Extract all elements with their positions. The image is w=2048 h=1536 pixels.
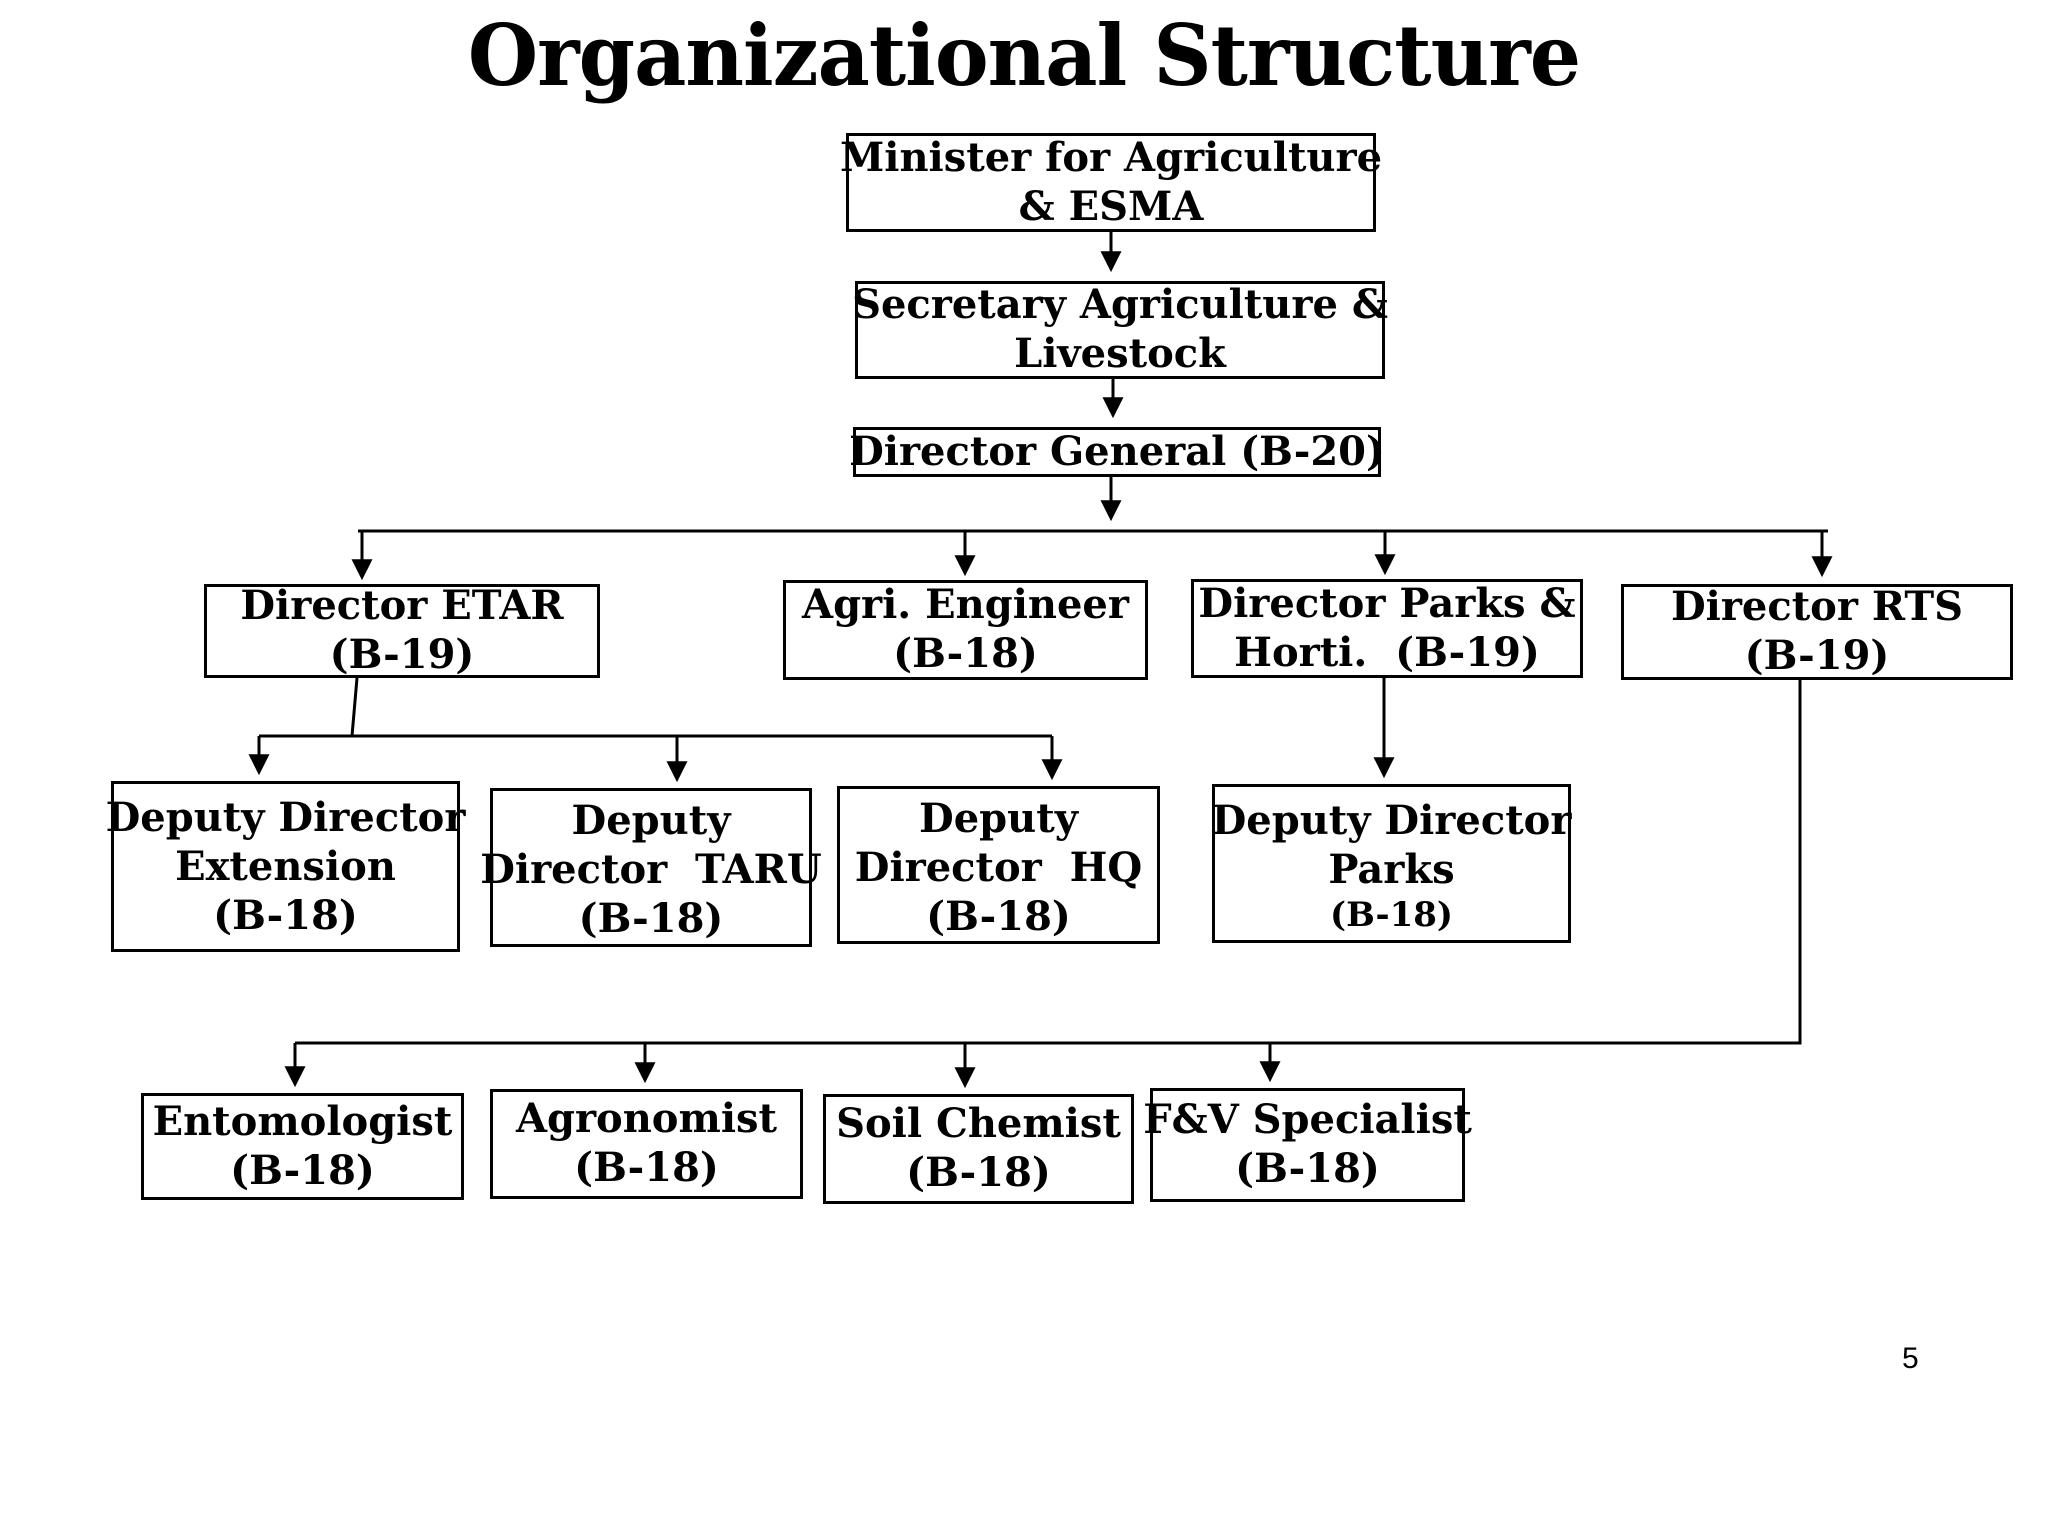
node-label: Extension	[175, 842, 396, 890]
node-label: Deputy	[571, 797, 731, 844]
node-grade: (B-19)	[1744, 632, 1890, 679]
node-grade: Horti. (B-19)	[1234, 628, 1540, 676]
org-node-agri-engineer: Agri. Engineer (B-18)	[783, 580, 1148, 680]
node-grade: (B-18)	[230, 1146, 375, 1194]
node-label: Entomologist	[152, 1097, 453, 1145]
org-node-minister: Minister for Agriculture & ESMA	[840, 133, 1382, 232]
node-grade: (B-18)	[213, 891, 358, 939]
org-node-director-rts: Director RTS (B-19)	[1621, 583, 2013, 680]
node-grade: (B-18)	[578, 894, 724, 942]
connector-etar-bus	[350, 677, 359, 737]
org-node-deputy-director-parks: Deputy Director Parks (B-18)	[1212, 784, 1571, 943]
node-label: Deputy Director	[1211, 797, 1572, 844]
connector-rts-bottom-bus	[295, 678, 1802, 1045]
node-grade: (B-18)	[926, 892, 1071, 940]
node-grade: (B-18)	[574, 1144, 719, 1191]
org-node-entomologist: Entomologist (B-18)	[141, 1093, 464, 1200]
node-label: Parks	[1328, 845, 1455, 893]
org-node-soil-chemist: Soil Chemist (B-18)	[823, 1094, 1134, 1204]
node-grade: (B-19)	[329, 631, 475, 678]
node-label: Agronomist	[515, 1095, 778, 1143]
node-label: Director ETAR	[240, 582, 564, 630]
node-label: Livestock	[1014, 330, 1226, 377]
org-node-director-etar: Director ETAR (B-19)	[204, 582, 600, 678]
node-label: Director General (B-20)	[849, 427, 1385, 475]
node-label: F&V Specialist	[1143, 1096, 1472, 1144]
org-node-deputy-director-hq: Deputy Director HQ (B-18)	[837, 786, 1160, 944]
page-title: Organizational Structure	[467, 6, 1581, 105]
node-label: Deputy	[919, 795, 1078, 842]
node-grade: (B-18)	[893, 630, 1038, 677]
node-label: Deputy Director	[105, 794, 466, 841]
org-node-fv-specialist: F&V Specialist (B-18)	[1143, 1088, 1472, 1202]
node-label: Agri. Engineer	[802, 581, 1129, 629]
org-node-agronomist: Agronomist (B-18)	[490, 1089, 803, 1199]
page-number: 5	[1902, 1342, 1919, 1375]
node-grade: (B-18)	[1235, 1145, 1380, 1192]
org-node-deputy-director-taru: Deputy Director TARU (B-18)	[480, 788, 822, 947]
node-label: Director HQ	[854, 843, 1143, 891]
org-node-director-general: Director General (B-20)	[849, 427, 1385, 477]
node-label: Director TARU	[480, 845, 822, 893]
node-label: Soil Chemist	[836, 1100, 1121, 1148]
node-label: Secretary Agriculture &	[852, 281, 1388, 329]
node-label: Director RTS	[1670, 583, 1964, 631]
org-node-director-parks-horti: Director Parks & Horti. (B-19)	[1191, 579, 1583, 678]
org-node-secretary: Secretary Agriculture & Livestock	[852, 281, 1388, 379]
node-label: & ESMA	[1018, 182, 1204, 230]
org-node-deputy-director-extension: Deputy Director Extension (B-18)	[106, 781, 465, 952]
node-grade: (B-18)	[1330, 894, 1453, 935]
node-label: Director Parks &	[1198, 579, 1576, 627]
node-grade: (B-18)	[906, 1149, 1051, 1196]
node-label: Minister for Agriculture	[839, 133, 1383, 181]
